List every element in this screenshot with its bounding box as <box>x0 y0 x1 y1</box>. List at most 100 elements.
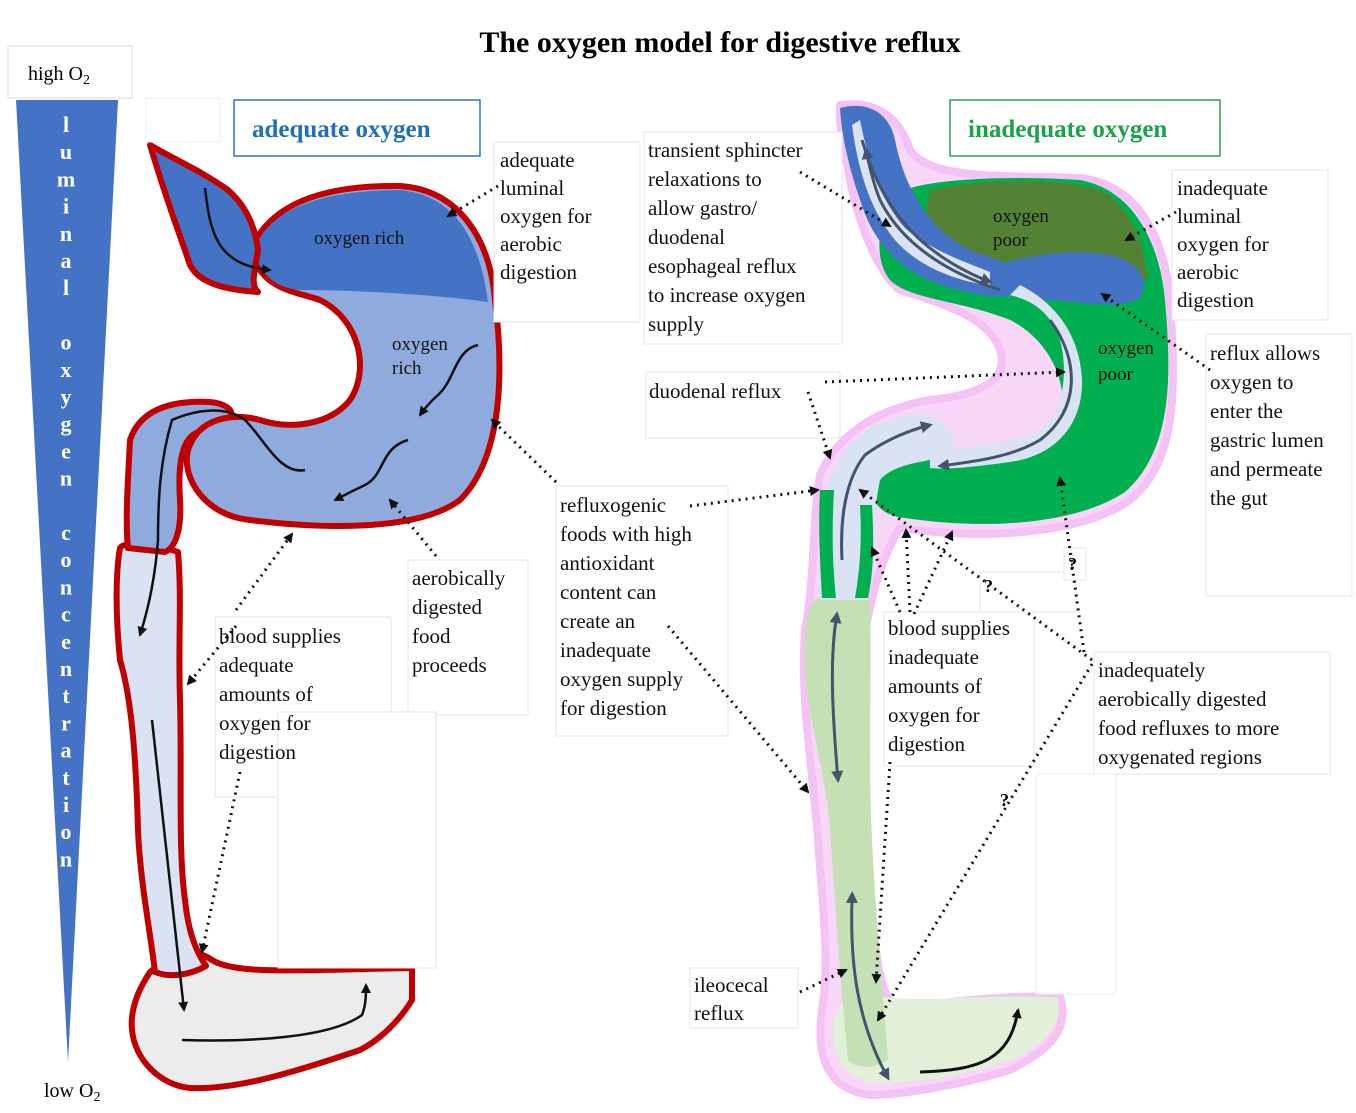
callout-line: duodenal <box>648 225 725 249</box>
right-header: inadequate oxygen <box>968 116 1167 143</box>
callout-line: aerobic <box>1177 260 1239 284</box>
vertical-axis-letter: l <box>63 275 69 300</box>
callout-line: duodenal reflux <box>649 379 782 403</box>
callout-line: and permeate <box>1210 457 1323 481</box>
vertical-axis-letter: i <box>63 792 69 817</box>
callout-inadequately-digested: inadequately aerobically digested food r… <box>1094 652 1330 774</box>
callout-line: oxygen for <box>219 711 311 735</box>
vertical-axis-letter: o <box>61 547 72 572</box>
vertical-axis-letter: m <box>57 166 75 191</box>
vertical-axis-letter: t <box>62 683 70 708</box>
callout-line: adequate <box>219 653 294 677</box>
callout-line: gastric lumen <box>1210 428 1324 452</box>
callout-line: amounts of <box>888 674 982 698</box>
left-header: adequate oxygen <box>252 116 431 143</box>
callout-line: aerobically digested <box>1098 687 1267 711</box>
callout-line: reflux <box>694 1001 745 1025</box>
question-mark: ? <box>1068 554 1077 574</box>
diagram-title: The oxygen model for digestive reflux <box>479 26 960 59</box>
callout-line: for digestion <box>560 696 667 720</box>
callout-line: refluxogenic <box>560 493 666 517</box>
right-stomach-mid-label: oxygen <box>1098 338 1154 359</box>
callout-line: oxygen to <box>1210 370 1293 394</box>
callout-line: luminal <box>1177 204 1241 228</box>
callout-line: adequate <box>500 148 575 172</box>
callout-line: oxygen for <box>888 703 980 727</box>
high-o2-label: high O2 <box>28 63 90 88</box>
callout-line: esophageal reflux <box>648 254 797 278</box>
callout-reflux-allows: reflux allows oxygen to enter the gastri… <box>1206 334 1352 596</box>
vertical-axis-letter: a <box>61 738 72 763</box>
callout-line: inadequate <box>560 638 651 662</box>
callout-line: amounts of <box>219 682 313 706</box>
callout-line: inadequately <box>1098 658 1206 682</box>
callout-line: oxygen for <box>1177 232 1269 256</box>
leader-blood-inadequate-2 <box>906 530 910 612</box>
callout-line: aerobically <box>412 566 506 590</box>
callout-transient-sphincter: transient sphincter relaxations to allow… <box>644 132 842 344</box>
callout-line: allow gastro/ <box>648 196 757 220</box>
callout-line: antioxidant <box>560 551 655 575</box>
callout-line: proceeds <box>412 653 487 677</box>
callout-blood-adequate: blood supplies adequate amounts of oxyge… <box>215 617 436 968</box>
callout-aerobically: aerobically digested food proceeds <box>408 560 528 715</box>
vertical-axis-letter: o <box>61 330 72 355</box>
vertical-axis-letter: y <box>61 384 72 409</box>
callout-adequate-luminal: adequate luminal oxygen for aerobic dige… <box>494 142 640 322</box>
left-stomach-mid-label: oxygen <box>392 334 448 355</box>
callout-line: food <box>412 624 451 648</box>
vertical-axis-letter: u <box>60 139 72 164</box>
vertical-axis-letter: i <box>63 194 69 219</box>
left-esophagus <box>150 145 258 292</box>
vertical-axis-letter: n <box>60 574 72 599</box>
vertical-axis-letter: e <box>61 629 71 654</box>
callout-line: inadequate <box>1177 176 1268 200</box>
leader-refluxogenic-left <box>492 420 556 482</box>
right-stomach-mid-label-2: poor <box>1098 364 1134 385</box>
callout-line: food refluxes to more <box>1098 716 1279 740</box>
callout-line: digestion <box>500 260 577 284</box>
callout-line: content can <box>560 580 657 604</box>
leader-adequate-luminal <box>448 186 498 216</box>
callout-line: blood supplies <box>219 624 341 648</box>
callout-line: oxygen supply <box>560 667 684 691</box>
leader-blood-adequate-up <box>236 534 292 610</box>
callout-line: to increase oxygen <box>648 283 806 307</box>
vertical-axis-letter: a <box>61 248 72 273</box>
callout-line: create an <box>560 609 636 633</box>
callout-line: reflux allows <box>1210 341 1320 365</box>
callout-line: the gut <box>1210 486 1268 510</box>
callout-duodenal-reflux: duodenal reflux <box>646 372 840 438</box>
vertical-axis-letter: n <box>60 846 72 871</box>
vertical-axis-letter: n <box>60 466 72 491</box>
right-stomach-top-label-2: poor <box>993 230 1029 251</box>
callout-line: enter the <box>1210 399 1283 423</box>
vertical-axis-letter: c <box>61 602 71 627</box>
callout-line: foods with high <box>560 522 692 546</box>
low-o2-label: low O2 <box>44 1080 100 1105</box>
callout-line: digested <box>412 595 482 619</box>
left-stomach-mid-label-2: rich <box>392 358 422 379</box>
callout-line: digestion <box>1177 288 1254 312</box>
leader-blood-adequate-down <box>202 772 240 952</box>
callout-blood-inadequate: blood supplies inadequate amounts of oxy… <box>884 612 1034 766</box>
callout-line: oxygen for <box>500 204 592 228</box>
callout-line: relaxations to <box>648 167 762 191</box>
callout-line: oxygenated regions <box>1098 745 1262 769</box>
vertical-axis-letter: o <box>61 819 72 844</box>
callout-inadequate-luminal: inadequate luminal oxygen for aerobic di… <box>1172 170 1328 320</box>
left-stomach-top-label: oxygen rich <box>314 228 405 249</box>
vertical-axis-letter: x <box>61 357 72 382</box>
vertical-axis-letter: l <box>63 112 69 137</box>
vertical-axis-letter: e <box>61 438 71 463</box>
vertical-axis-letter: n <box>60 656 72 681</box>
callout-line: digestion <box>219 740 296 764</box>
left-small-intestine <box>117 544 206 975</box>
callout-line: inadequate <box>888 645 979 669</box>
vertical-axis-letter: c <box>61 520 71 545</box>
vertical-axis-letter: t <box>62 765 70 790</box>
callout-line: digestion <box>888 732 965 756</box>
vertical-axis-letter: r <box>61 710 71 735</box>
vertical-axis-letter: n <box>60 221 72 246</box>
vertical-axis-letter: g <box>61 411 72 436</box>
